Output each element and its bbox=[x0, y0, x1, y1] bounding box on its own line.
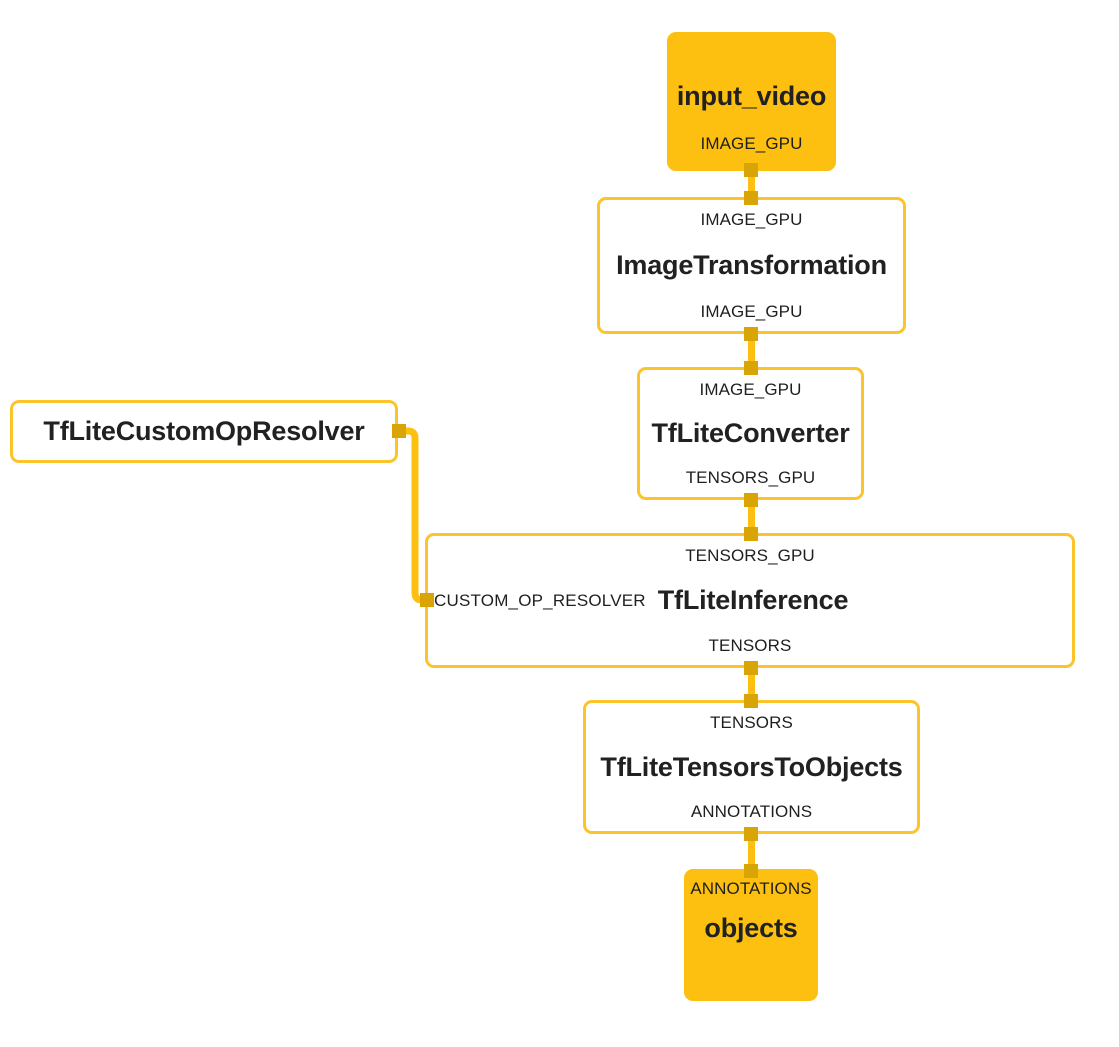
port-marker-tflite-custom-op-resolver-output[interactable] bbox=[392, 424, 406, 438]
node-input-port-row: IMAGE_GPU bbox=[600, 200, 903, 228]
node-objects[interactable]: ANNOTATIONS objects bbox=[684, 869, 818, 1001]
node-input-port-row: TENSORS bbox=[586, 703, 917, 731]
port-marker-tflite-converter-output[interactable] bbox=[744, 493, 758, 507]
node-title: ImageTransformation bbox=[616, 250, 887, 280]
node-image-transformation[interactable]: IMAGE_GPU ImageTransformation IMAGE_GPU bbox=[597, 197, 906, 334]
input-port-label: ANNOTATIONS bbox=[690, 879, 812, 898]
port-marker-tflite-converter-input[interactable] bbox=[744, 361, 758, 375]
node-input-port-row: TENSORS_GPU bbox=[428, 536, 1072, 564]
output-port-label: ANNOTATIONS bbox=[690, 802, 813, 821]
node-output-port-row: IMAGE_GPU bbox=[600, 303, 903, 331]
node-output-port-row: TENSORS bbox=[428, 637, 1072, 665]
node-title-row: objects bbox=[687, 897, 815, 942]
node-tflite-inference[interactable]: TENSORS_GPU CUSTOM_OP_RESOLVER TfLiteInf… bbox=[425, 533, 1075, 668]
output-port-label: IMAGE_GPU bbox=[700, 134, 803, 153]
input-port-label: TENSORS_GPU bbox=[685, 546, 815, 565]
node-tflite-tensors-to-objects[interactable]: TENSORS TfLiteTensorsToObjects ANNOTATIO… bbox=[583, 700, 920, 834]
input-port-label: IMAGE_GPU bbox=[700, 210, 803, 229]
input-port-label: IMAGE_GPU bbox=[699, 380, 802, 399]
port-marker-tflite-inference-input[interactable] bbox=[744, 527, 758, 541]
node-title-row: ImageTransformation bbox=[600, 228, 903, 303]
input-port-label: TENSORS bbox=[710, 713, 793, 732]
port-marker-tflite-inference-output[interactable] bbox=[744, 661, 758, 675]
node-title: TfLiteInference bbox=[657, 585, 849, 615]
port-marker-tflite-inference-side-input[interactable] bbox=[420, 593, 434, 607]
node-title-row: input_video bbox=[670, 35, 833, 110]
node-title: TfLiteCustomOpResolver bbox=[43, 416, 365, 446]
node-title: input_video bbox=[676, 81, 827, 111]
node-tflite-custom-op-resolver[interactable]: TfLiteCustomOpResolver bbox=[10, 400, 398, 463]
output-port-label: IMAGE_GPU bbox=[700, 302, 803, 321]
node-title-row: TfLiteCustomOpResolver bbox=[13, 403, 395, 460]
port-marker-input-video-output[interactable] bbox=[744, 163, 758, 177]
node-title: TfLiteTensorsToObjects bbox=[600, 751, 903, 782]
node-output-port-row: TENSORS_GPU bbox=[640, 469, 861, 497]
side-input-port-label: CUSTOM_OP_RESOLVER bbox=[434, 590, 646, 610]
node-title-row: TfLiteConverter bbox=[640, 398, 861, 469]
port-marker-tflite-tensors-to-objects-input[interactable] bbox=[744, 694, 758, 708]
output-port-label: TENSORS_GPU bbox=[685, 468, 816, 487]
port-marker-tflite-tensors-to-objects-output[interactable] bbox=[744, 827, 758, 841]
node-title: TfLiteConverter bbox=[651, 418, 850, 448]
port-marker-image-transformation-input[interactable] bbox=[744, 191, 758, 205]
port-marker-image-transformation-output[interactable] bbox=[744, 327, 758, 341]
node-input-port-row: IMAGE_GPU bbox=[640, 370, 861, 398]
node-title-row: TfLiteTensorsToObjects bbox=[586, 731, 917, 803]
node-title-row: CUSTOM_OP_RESOLVER TfLiteInference bbox=[422, 564, 1078, 637]
port-marker-objects-input[interactable] bbox=[744, 864, 758, 878]
node-input-video[interactable]: input_video IMAGE_GPU bbox=[667, 32, 836, 171]
output-port-label: TENSORS bbox=[708, 636, 792, 655]
node-output-port-row: IMAGE_GPU bbox=[670, 135, 833, 168]
node-output-port-row: ANNOTATIONS bbox=[586, 803, 917, 831]
node-input-port-row: ANNOTATIONS bbox=[687, 872, 815, 897]
node-tflite-converter[interactable]: IMAGE_GPU TfLiteConverter TENSORS_GPU bbox=[637, 367, 864, 500]
node-title: objects bbox=[704, 913, 798, 943]
